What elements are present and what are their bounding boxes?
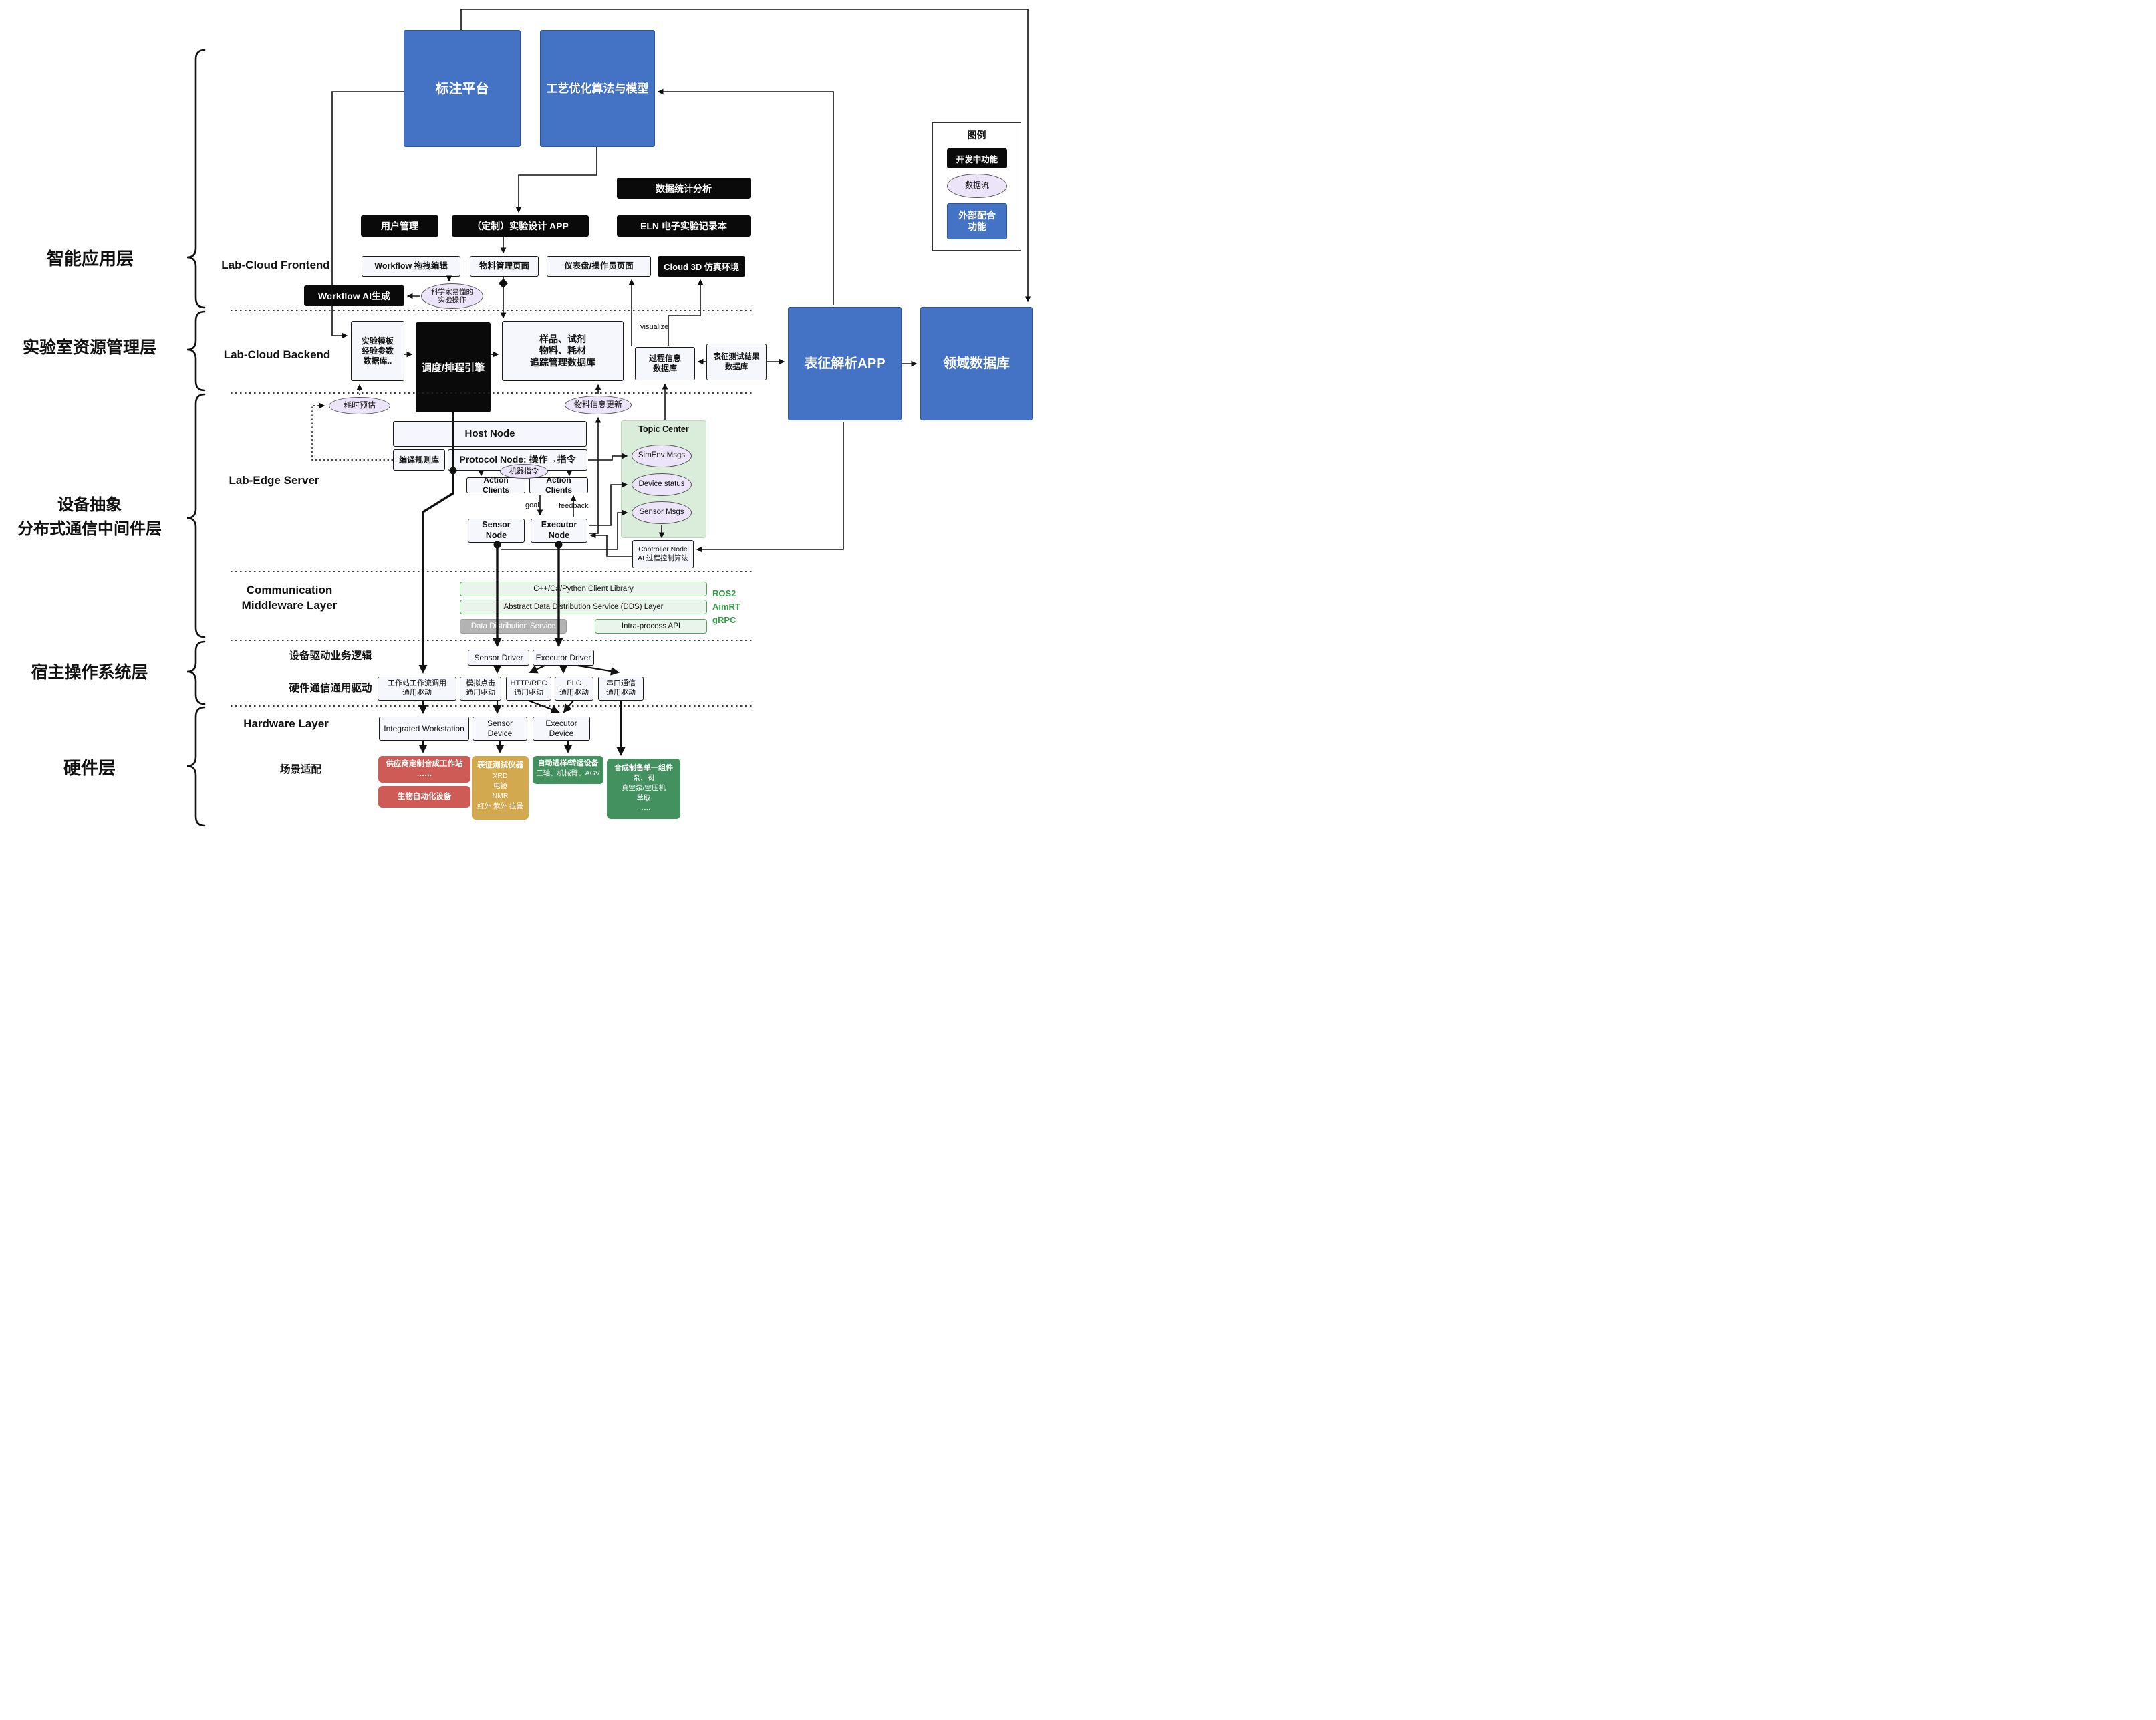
node-action-clients-right: Action Clients <box>529 475 588 495</box>
layer-label-lab-resource: 实验室资源管理层 <box>22 338 156 357</box>
bar-dds-abstract-layer: Abstract Data Distribution Service (DDS)… <box>460 600 707 614</box>
section-label-scenario: 场景适配 <box>279 764 321 775</box>
node-host-node: Host Node <box>393 421 587 447</box>
node-serial-driver: 串口通信 通用驱动 <box>598 677 644 701</box>
layer-label-host-os: 宿主操作系统层 <box>31 663 148 682</box>
bar-intra-process-api: Intra-process API <box>595 619 707 634</box>
section-label-hw-comm-driver: 硬件通信通用驱动 <box>289 683 372 694</box>
node-protocol-node: Protocol Node: 操作→指令 <box>448 449 587 471</box>
node-device-status: Device status <box>632 473 692 496</box>
char-instruments-title: 表征测试仪器 <box>477 761 523 769</box>
node-vendor-workstation: 供应商定制合成工作站 …… <box>378 756 470 783</box>
section-label-hardware-layer: Hardware Layer <box>243 717 329 730</box>
node-bio-automation: 生物自动化设备 <box>378 786 470 808</box>
node-process-optimization: 工艺优化算法与模型 <box>540 30 655 147</box>
node-process-info-db: 过程信息 数据库 <box>635 347 695 380</box>
node-template-db: 实验模板 经验参数 数据库.. <box>351 321 404 381</box>
node-time-estimate: 耗时预估 <box>329 397 390 414</box>
node-eln: ELN 电子实验记录本 <box>617 215 751 237</box>
node-dashboard-page: 仪表盘/操作员页面 <box>547 256 651 277</box>
legend-data-flow: 数据流 <box>947 174 1007 198</box>
node-plc-driver: PLC 通用驱动 <box>555 677 593 701</box>
section-label-edge-server: Lab-Edge Server <box>229 474 319 487</box>
legend-dev-feature: 开发中功能 <box>947 148 1007 168</box>
node-workflow-ai: Workflow AI生成 <box>304 285 404 306</box>
node-http-rpc-driver: HTTP/RPC 通用驱动 <box>506 677 551 701</box>
bar-dds-service: Data Distribution Service <box>460 619 567 634</box>
legend-external-feature: 外部配合 功能 <box>947 203 1007 239</box>
node-sensor-device: Sensor Device <box>473 717 527 741</box>
node-cloud-3d: Cloud 3D 仿真环境 <box>658 256 745 277</box>
node-scheduler-engine: 调度/排程引擎 <box>416 322 491 412</box>
node-action-clients-left: Action Clients <box>466 475 525 495</box>
synth-components-title: 合成制备单一组件 <box>614 764 673 772</box>
layer-label-intelligent-app: 智能应用层 <box>46 249 134 269</box>
transfer-device-items: 三轴、机械臂、AGV <box>536 769 600 778</box>
node-executor-driver: Executor Driver <box>533 650 594 666</box>
node-sensor-node: Sensor Node <box>468 519 525 543</box>
legend-title: 图例 <box>967 130 986 140</box>
node-sample-db: 样品、试剂 物料、耗材 追踪管理数据库 <box>502 321 624 381</box>
layer-label-hardware: 硬件层 <box>63 758 116 778</box>
label-ros-stack: ROS2 AimRT gRPC <box>712 588 740 626</box>
node-executor-node: Executor Node <box>531 519 587 543</box>
node-scientist-ops: 科学家易懂的 实验操作 <box>421 283 483 309</box>
node-integrated-workstation: Integrated Workstation <box>379 717 469 741</box>
node-char-result-db: 表征测试结果 数据库 <box>706 344 767 380</box>
synth-components-items: 泵、阀 真空泵/空压机 萃取 …… <box>622 774 666 812</box>
node-char-analysis-app: 表征解析APP <box>788 307 902 420</box>
char-instruments-items: XRD 电镜 NMR 红外 紫外 拉曼 <box>477 771 523 811</box>
layer-label-device-abstraction: 设备抽象 分布式通信中间件层 <box>17 496 162 538</box>
section-label-backend: Lab-Cloud Backend <box>223 348 331 361</box>
node-material-page: 物料管理页面 <box>470 256 539 277</box>
node-custom-design-app: （定制）实验设计 APP <box>452 215 589 237</box>
label-feedback: feedback <box>559 502 589 510</box>
node-sim-click-driver: 模拟点击 通用驱动 <box>460 677 501 701</box>
label-goal: goal <box>525 501 539 509</box>
node-compile-rules: 编译规则库 <box>393 449 445 471</box>
label-visualize: visualize <box>640 323 669 331</box>
node-annotation-platform: 标注平台 <box>404 30 521 147</box>
node-data-statistics: 数据统计分析 <box>617 178 751 199</box>
topic-center-title: Topic Center <box>638 424 689 434</box>
section-label-frontend: Lab-Cloud Frontend <box>221 259 330 271</box>
section-label-communication-middleware: Communication Middleware Layer <box>241 584 338 612</box>
node-sensor-msgs: Sensor Msgs <box>632 501 692 524</box>
node-workstation-driver: 工作站工作流调用 通用驱动 <box>378 677 456 701</box>
node-controller-node: Controller Node AI 过程控制算法 <box>632 540 694 568</box>
node-synth-components: 合成制备单一组件 泵、阀 真空泵/空压机 萃取 …… <box>607 759 680 819</box>
transfer-device-title: 自动进样/转运设备 <box>537 759 599 767</box>
node-material-update: 物料信息更新 <box>565 396 632 414</box>
node-transfer-device: 自动进样/转运设备 三轴、机械臂、AGV <box>533 756 603 784</box>
architecture-diagram: 智能应用层 实验室资源管理层 设备抽象 分布式通信中间件层 宿主操作系统层 硬件… <box>0 0 1039 836</box>
bar-client-library: C++/C#/Python Client Library <box>460 582 707 596</box>
node-domain-db: 领域数据库 <box>920 307 1033 420</box>
node-machine-command: 机器指令 <box>500 464 548 479</box>
section-label-driver-logic: 设备驱动业务逻辑 <box>289 650 372 662</box>
node-user-management: 用户管理 <box>361 215 438 237</box>
node-executor-device: Executor Device <box>533 717 590 741</box>
node-workflow-drag-edit: Workflow 拖拽编辑 <box>362 256 460 277</box>
node-simenv-msgs: SimEnv Msgs <box>632 445 692 467</box>
node-sensor-driver: Sensor Driver <box>468 650 529 666</box>
node-char-instruments: 表征测试仪器 XRD 电镜 NMR 红外 紫外 拉曼 <box>472 756 529 820</box>
